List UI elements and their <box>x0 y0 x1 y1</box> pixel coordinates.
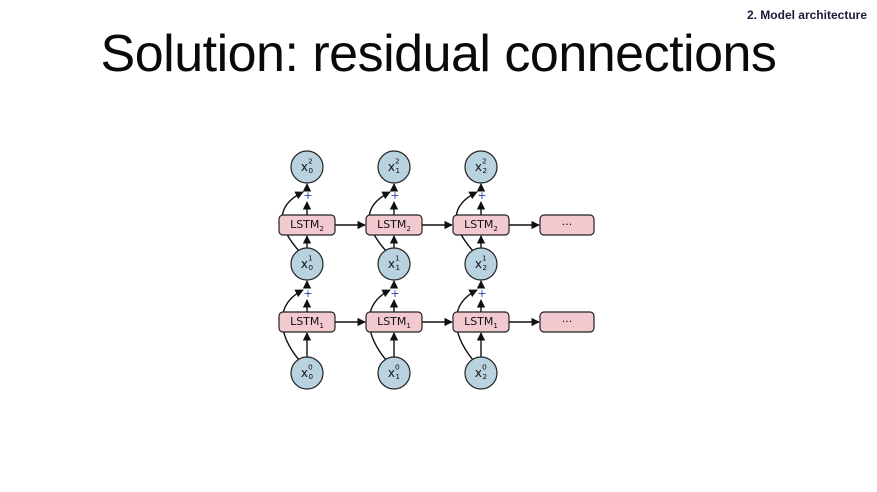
output-node-2-circle <box>464 150 498 184</box>
ellipsis-label-l1: ··· <box>562 315 573 328</box>
section-tag: 2. Model architecture <box>746 8 867 22</box>
output-node-0-circle <box>290 150 324 184</box>
hidden-node-1-circle <box>377 247 411 281</box>
lstm2-1-label: LSTM2 <box>377 218 411 233</box>
input-node-0-circle <box>290 356 324 390</box>
lstm1-1-box <box>365 311 423 333</box>
lstm1-2-box <box>452 311 510 333</box>
plus-sign-l1-1: + <box>390 287 399 300</box>
output-node-1-circle <box>377 150 411 184</box>
plus-sign-l2-1: + <box>390 189 399 202</box>
lstm2-2-box <box>452 214 510 236</box>
lstm2-0-label: LSTM2 <box>290 218 324 233</box>
ellipsis-label-l2: ··· <box>562 218 573 231</box>
plus-sign-l2-0: + <box>303 189 312 202</box>
ellipsis-box-l2 <box>539 214 595 236</box>
lstm2-1-box <box>365 214 423 236</box>
lstm2-0-box <box>278 214 336 236</box>
input-node-2-circle <box>464 356 498 390</box>
lstm1-0-label: LSTM1 <box>290 315 324 330</box>
plus-sign-l1-2: + <box>477 287 486 300</box>
hidden-node-0-circle <box>290 247 324 281</box>
plus-sign-l1-0: + <box>303 287 312 300</box>
plus-sign-l2-2: + <box>477 189 486 202</box>
lstm1-1-label: LSTM1 <box>377 315 411 330</box>
ellipsis-box-l1 <box>539 311 595 333</box>
slide-title: Solution: residual connections <box>100 25 777 83</box>
lstm1-0-box <box>278 311 336 333</box>
lstm2-2-label: LSTM2 <box>464 218 498 233</box>
hidden-node-2-circle <box>464 247 498 281</box>
input-node-1-circle <box>377 356 411 390</box>
lstm1-2-label: LSTM1 <box>464 315 498 330</box>
